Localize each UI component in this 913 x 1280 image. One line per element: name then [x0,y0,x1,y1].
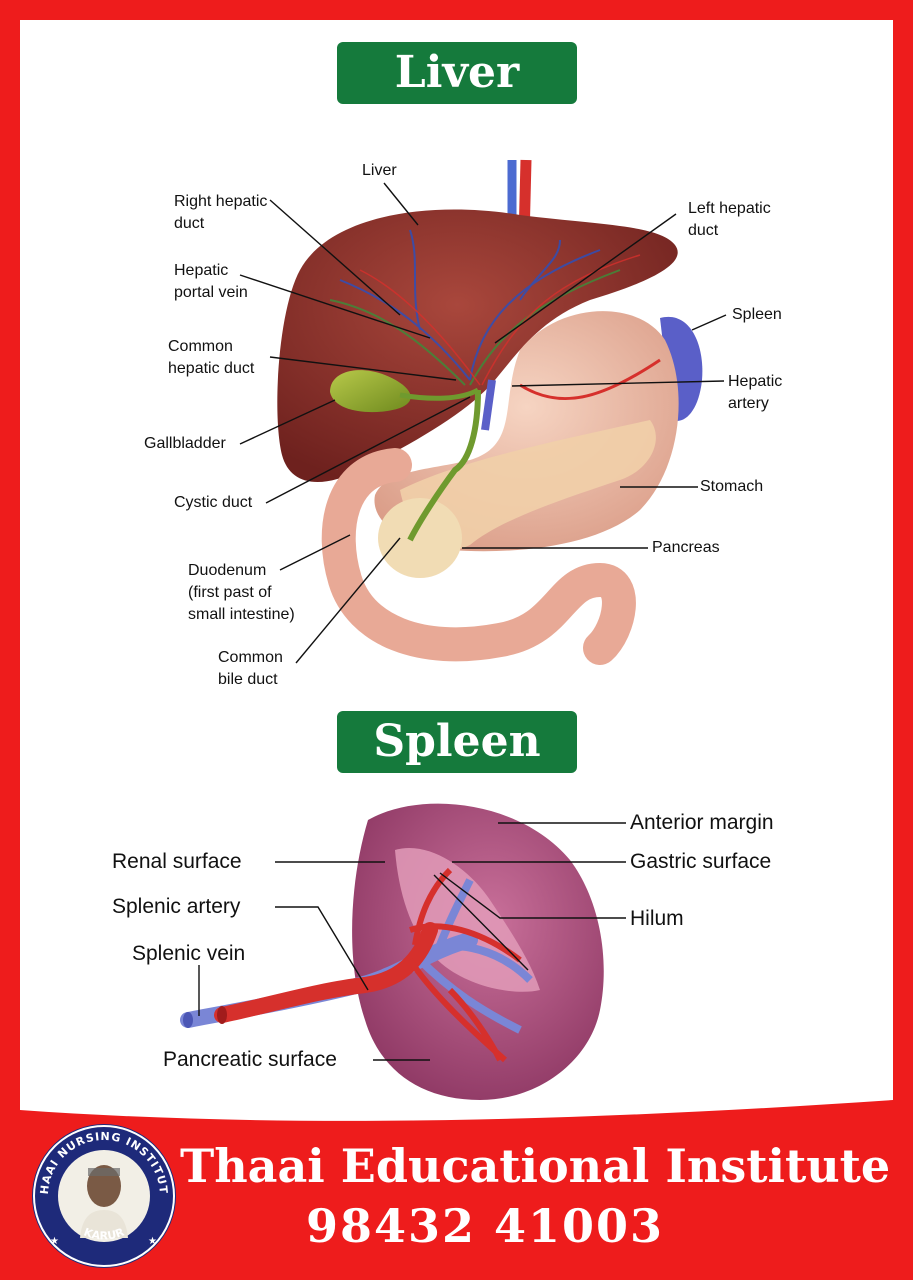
institute-logo-seal: THAAI NURSING INSTITUTE KARUR ★ ★ [30,1122,176,1268]
label-splenic-artery: Splenic artery [112,895,241,918]
svg-text:★: ★ [148,1236,157,1247]
label-pancreatic-surface: Pancreatic surface [163,1048,337,1071]
label-anterior-margin: Anterior margin [630,811,774,834]
pancreas-shape [400,420,656,550]
label-pancreas: Pancreas [652,539,720,556]
label-gastric-surface: Gastric surface [630,850,772,873]
spleen-section-title: Spleen [337,711,577,773]
label-spleen-small: Spleen [732,306,782,323]
splenic-artery-branches [407,867,522,1063]
hepatic-artery-path [519,358,661,401]
label-right-hepatic-duct: Right hepatic duct [174,193,268,232]
label-cystic-duct: Cystic duct [174,494,253,511]
label-hepatic-portal-vein: Hepatic portal vein [174,262,248,301]
label-duodenum: Duodenum (first past of small intestine) [188,562,295,623]
splenic-vein-branches [417,878,533,1034]
institute-phone: 98432 41003 [305,1199,665,1253]
portal-vein-path [481,379,496,431]
label-gallbladder: Gallbladder [144,435,226,452]
label-hilum: Hilum [630,907,684,930]
label-liver: Liver [362,162,397,179]
label-renal-surface: Renal surface [112,850,242,873]
label-left-hepatic-duct: Left hepatic duct [688,200,771,239]
liver-section-title: Liver [337,42,577,104]
liver-shape [277,209,678,482]
label-hepatic-artery: Hepatic artery [728,373,783,412]
duodenum-shape [321,448,636,665]
svg-text:★: ★ [50,1236,59,1247]
cystic-duct-path [399,387,480,401]
splenic-artery-shape [214,922,438,1023]
institute-name: Thaai Educational Institute [180,1139,891,1193]
common-bile-duct-path [407,389,481,542]
footer-wave [20,1100,893,1130]
pancreas-head [378,498,462,578]
svg-text:KARUR: KARUR [82,1225,127,1242]
label-common-bile-duct: Common bile duct [218,649,283,688]
label-stomach: Stomach [700,478,764,495]
label-splenic-vein: Splenic vein [132,942,246,965]
label-common-hepatic-duct: Common hepatic duct [168,338,255,377]
gallbladder-shape [330,370,411,413]
